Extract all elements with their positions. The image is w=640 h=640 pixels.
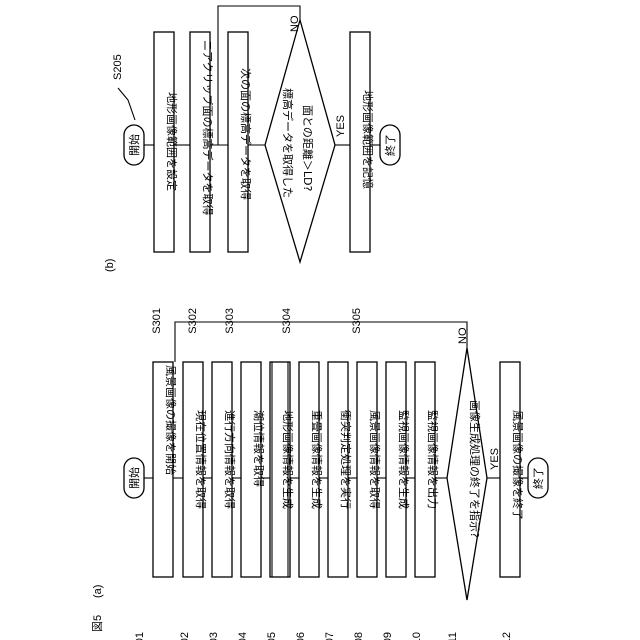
svg-text:S304: S304 (281, 308, 293, 334)
process-step-s206: 重畳画像情報を生成 S206 (295, 362, 324, 640)
decision-s211: 画像生成処理の終了を指示? S211 (447, 348, 487, 640)
yes-label-b: YES (335, 115, 347, 137)
process-step-s203: 進行方向情報を取得 S203 (208, 362, 237, 640)
svg-text:S209: S209 (382, 632, 394, 640)
process-step-s303: 次の面の標高データを取得 S303 (224, 32, 253, 334)
process-step-s212: 風景画像の撮像を終了 S212 (500, 362, 525, 640)
svg-text:重畳画像情報を生成: 重畳画像情報を生成 (310, 410, 324, 509)
no-label-b: NO (289, 15, 301, 32)
svg-text:ニアクリップ面の標高データを取得: ニアクリップ面の標高データを取得 (201, 40, 215, 215)
svg-text:S206: S206 (295, 632, 307, 640)
process-step-s204: 潮位情報を取得 S204 (237, 362, 266, 640)
svg-text:地形画像範囲を記憶: 地形画像範囲を記憶 (361, 90, 375, 189)
start-label-a: 開始 (127, 467, 141, 489)
svg-text:S208: S208 (353, 632, 365, 640)
svg-text:現在位置情報を取得: 現在位置情報を取得 (194, 410, 208, 509)
process-step-s302: ニアクリップ面の標高データを取得 S302 (187, 32, 215, 334)
svg-text:面との距離＞LD?: 面との距離＞LD? (301, 105, 315, 191)
panel-b: (b) S205 開始 地形画像範囲を設定 S301 ニアクリップ面の標高データ… (104, 6, 400, 334)
svg-text:風景画像の撮像を終了: 風景画像の撮像を終了 (511, 410, 525, 520)
panel-a-label: (a) (92, 585, 104, 598)
svg-text:地形画像範囲を設定: 地形画像範囲を設定 (165, 92, 179, 191)
process-step-s201: 風景画像の撮像を開始 S201 (134, 362, 178, 640)
process-step-s209: 監視画像情報を生成 S209 (382, 362, 411, 640)
svg-text:S305: S305 (351, 308, 363, 334)
svg-text:潮位情報を取得: 潮位情報を取得 (252, 410, 266, 487)
svg-text:衝突判定処理を実行: 衝突判定処理を実行 (339, 410, 353, 509)
process-step-s305: 地形画像範囲を記憶 S305 (350, 32, 375, 334)
yes-label-a: YES (489, 448, 501, 470)
process-step-s210: 監視画像情報を出力 S210 (411, 362, 440, 640)
panel-b-label: (b) (104, 259, 116, 272)
process-step-s207: 衝突判定処理を実行 S207 (324, 362, 353, 640)
svg-text:地形画像情報を生成: 地形画像情報を生成 (281, 410, 295, 509)
process-step-s208: 風景画像情報を取得 S208 (353, 362, 381, 640)
figure-label: 図5 (91, 615, 104, 632)
end-label-b: 終了 (383, 134, 397, 156)
svg-text:S203: S203 (208, 632, 220, 640)
process-step-s301: 地形画像範囲を設定 S301 (151, 32, 179, 334)
svg-text:標高データを取得した: 標高データを取得した (281, 88, 295, 198)
svg-text:S303: S303 (224, 308, 236, 334)
svg-text:S302: S302 (187, 308, 199, 334)
svg-text:S202: S202 (179, 632, 191, 640)
start-label-b: 開始 (127, 134, 141, 156)
start-code-b: S205 (112, 54, 124, 80)
process-step-s205: 地形画像情報を生成 S205 (266, 362, 295, 640)
svg-text:S207: S207 (324, 632, 336, 640)
no-loop-line-a (175, 322, 467, 362)
svg-text:S210: S210 (411, 632, 423, 640)
svg-text:S212: S212 (501, 632, 513, 640)
no-label-a: NO (457, 327, 469, 344)
end-label-a: 終了 (531, 467, 545, 489)
svg-text:監視画像情報を生成: 監視画像情報を生成 (397, 410, 411, 509)
decision-s304: 標高データを取得した 面との距離＞LD? S304 (265, 20, 335, 334)
svg-text:画像生成処理の終了を指示?: 画像生成処理の終了を指示? (468, 400, 482, 538)
svg-text:次の面の標高データを取得: 次の面の標高データを取得 (239, 68, 253, 200)
svg-text:S205: S205 (266, 632, 278, 640)
svg-text:監視画像情報を出力: 監視画像情報を出力 (426, 410, 440, 509)
svg-text:進行方向情報を取得: 進行方向情報を取得 (223, 410, 237, 509)
svg-text:風景画像の撮像を開始: 風景画像の撮像を開始 (164, 365, 178, 475)
panel-a: (a) 開始 風景画像の撮像を開始 S201 現在位置情報を取得 S202 進行… (92, 322, 548, 640)
svg-text:S301: S301 (151, 308, 163, 334)
process-step-s202: 現在位置情報を取得 S202 (179, 362, 208, 640)
svg-text:風景画像情報を取得: 風景画像情報を取得 (368, 410, 381, 509)
svg-text:S211: S211 (447, 632, 459, 640)
svg-text:S204: S204 (237, 632, 249, 640)
svg-text:S201: S201 (134, 632, 146, 640)
